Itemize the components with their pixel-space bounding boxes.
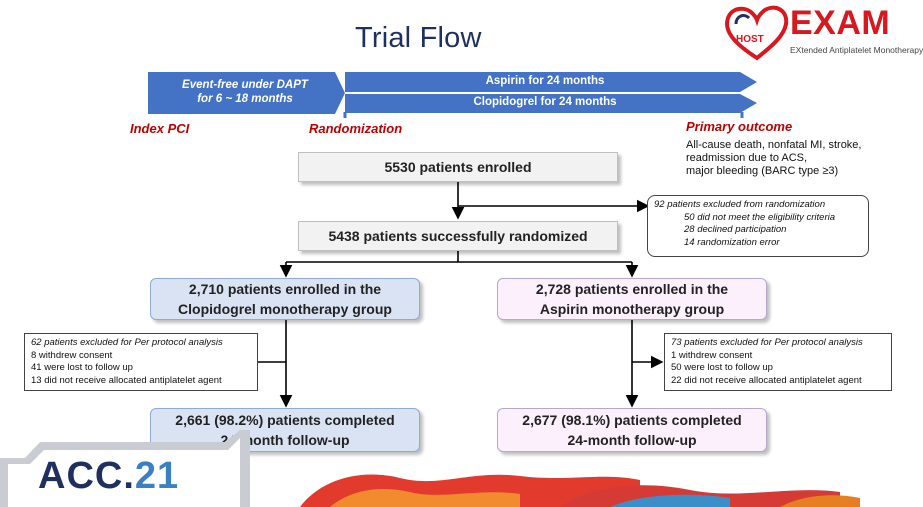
- outcome-line: readmission due to ACS,: [686, 152, 808, 164]
- aspirin-arrow: [345, 72, 757, 92]
- outcome-line: major bleeding (BARC type ≥3): [686, 165, 839, 177]
- enrolled-box: 5530 patients enrolled: [298, 152, 618, 182]
- exclusion-line: 14 randomization error: [684, 236, 780, 248]
- completed-line: 2,677 (98.1%) patients completed: [522, 412, 742, 428]
- outcome-description: All-cause death, nonfatal MI, stroke, re…: [686, 139, 861, 178]
- aspirin-exclusion-box: 73 patients excluded for Per protocol an…: [664, 333, 892, 391]
- exclusion-title: 73 patients excluded for Per protocol an…: [671, 337, 863, 348]
- dapt-arrow: [148, 72, 345, 114]
- exclusion-title: 62 patients excluded for Per protocol an…: [31, 337, 223, 348]
- clopidogrel-group-box: 2,710 patients enrolled in the Clopidogr…: [150, 278, 420, 320]
- acc-prefix: ACC.: [38, 455, 135, 497]
- aspirin-arrow-label: Aspirin for 24 months: [485, 75, 605, 87]
- exam-logo: HOST: [722, 4, 912, 62]
- exclusion-line: 8 withdrew consent: [31, 349, 113, 361]
- group-line: Clopidogrel monotherapy group: [178, 301, 392, 317]
- clopidogrel-arrow-label: Clopidogrel for 24 months: [473, 96, 617, 108]
- heart-icon: HOST: [725, 5, 789, 61]
- exclusion-line: 50 did not meet the eligibility criteria: [684, 211, 836, 223]
- randomized-box: 5438 patients successfully randomized: [298, 221, 618, 251]
- exclusion-title: 92 patients excluded from randomization: [654, 199, 826, 210]
- completed-line: 24-month follow-up: [567, 432, 697, 448]
- group-line: 2,710 patients enrolled in the: [188, 281, 382, 297]
- footer-decoration: [0, 430, 860, 507]
- index-pci-label: Index PCI: [130, 121, 190, 136]
- outcome-line: All-cause death, nonfatal MI, stroke,: [686, 139, 862, 151]
- timeline-arrows: [148, 72, 757, 118]
- logo-badge: HOST: [736, 34, 764, 45]
- aspirin-group-box: 2,728 patients enrolled in the Aspirin m…: [497, 278, 767, 320]
- clopidogrel-arrow: [345, 94, 757, 113]
- primary-outcome-label: Primary outcome: [686, 119, 793, 134]
- randomization-label: Randomization: [309, 121, 403, 136]
- dapt-label-1: Event-free under DAPT: [182, 79, 308, 91]
- logo-subtitle: EXtended Antiplatelet Monotherapy: [790, 45, 923, 55]
- completed-line: 24-month follow-up: [220, 432, 350, 448]
- group-line: 2,728 patients enrolled in the: [535, 281, 729, 297]
- group-line: Aspirin monotherapy group: [539, 301, 725, 317]
- completed-line: 2,661 (98.2%) patients completed: [175, 412, 395, 428]
- aspirin-completed-box: 2,677 (98.1%) patients completed 24-mont…: [497, 408, 767, 452]
- dapt-label-2: for 6 ~ 18 months: [197, 93, 293, 105]
- exclusion-line: 1 withdrew consent: [671, 349, 753, 361]
- exclusion-line: 28 declined participation: [684, 224, 787, 235]
- acc-year: 21: [134, 455, 180, 497]
- exclusion-line: 22 did not receive allocated antiplatele…: [671, 374, 862, 386]
- logo-name: EXAM: [790, 4, 891, 42]
- clopidogrel-exclusion-box: 62 patients excluded for Per protocol an…: [24, 333, 258, 391]
- randomization-exclusion-box: 92 patients excluded from randomization …: [647, 195, 869, 257]
- page-title: Trial Flow: [355, 22, 482, 54]
- exclusion-line: 41 were lost to follow up: [31, 362, 133, 373]
- acc-logo: ACC.21: [38, 455, 179, 498]
- exclusion-line: 50 were lost to follow up: [671, 362, 773, 373]
- exclusion-line: 13 did not receive allocated antiplatele…: [31, 374, 222, 386]
